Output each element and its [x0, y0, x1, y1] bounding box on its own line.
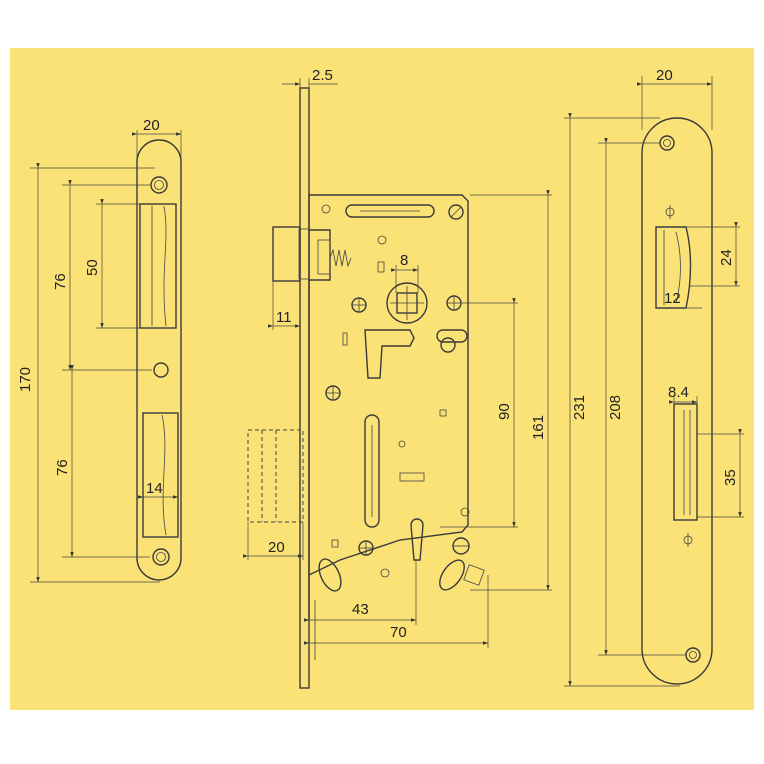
latch-bolt	[272, 226, 301, 282]
dim-strike-width: 20	[656, 67, 673, 84]
dim-faceplate-overall: 170	[17, 367, 34, 392]
dim-backset: 43	[352, 601, 369, 618]
faceplate-outline	[136, 139, 182, 581]
lock-case	[308, 194, 469, 577]
dim-centre-distance: 90	[496, 403, 513, 420]
dim-plate-thickness: 2.5	[312, 67, 333, 84]
strike-hole-top	[659, 135, 675, 151]
screw-hole-bottom	[152, 548, 170, 566]
dim-strike-bolt-height: 35	[722, 469, 739, 486]
dim-body-depth: 70	[390, 624, 407, 641]
dim-latch-offset: 11	[276, 309, 292, 326]
dim-faceplate-cutout-width: 14	[146, 480, 163, 497]
lock-faceplate-edge	[299, 87, 310, 689]
bolt-slot	[364, 414, 380, 528]
strike-plate-outline	[641, 117, 713, 685]
dim-strike-overall: 231	[571, 395, 588, 420]
dim-strike-latch-height: 24	[718, 249, 735, 266]
strike-hole-bottom	[685, 647, 701, 663]
dim-faceplate-hole-upper: 76	[52, 273, 69, 290]
strike-bolt-opening	[673, 403, 698, 521]
keyhole	[410, 518, 424, 561]
dim-strike-bolt-width: 8.4	[668, 384, 689, 401]
lever	[364, 329, 415, 379]
dim-faceplate-width: 20	[143, 117, 160, 134]
dim-faceplate-hole-lower: 76	[54, 459, 71, 476]
faceplate-view: 20 170 76 76 50 14	[17, 117, 182, 583]
top-slot	[345, 204, 435, 218]
dim-body-height: 161	[530, 415, 547, 440]
dim-bolt-width: 20	[268, 539, 285, 556]
drawing-sheet	[10, 48, 754, 710]
deadbolt	[247, 429, 304, 523]
dim-strike-latch-width: 12	[664, 290, 681, 307]
strike-plate-view: 20 231 208 24 12 8.4 35	[564, 67, 744, 687]
screw-hole-top	[150, 176, 168, 194]
spindle-hub	[386, 282, 428, 324]
lock-body-view: 8 2.5	[243, 67, 552, 689]
screw-hole-middle	[153, 362, 169, 378]
dim-strike-holes: 208	[607, 395, 624, 420]
dim-faceplate-cutout: 50	[84, 259, 101, 276]
bolt-cutout	[142, 412, 179, 538]
dim-spindle: 8	[400, 252, 408, 269]
latch-spring	[329, 248, 352, 268]
latch-cutout	[139, 203, 177, 329]
